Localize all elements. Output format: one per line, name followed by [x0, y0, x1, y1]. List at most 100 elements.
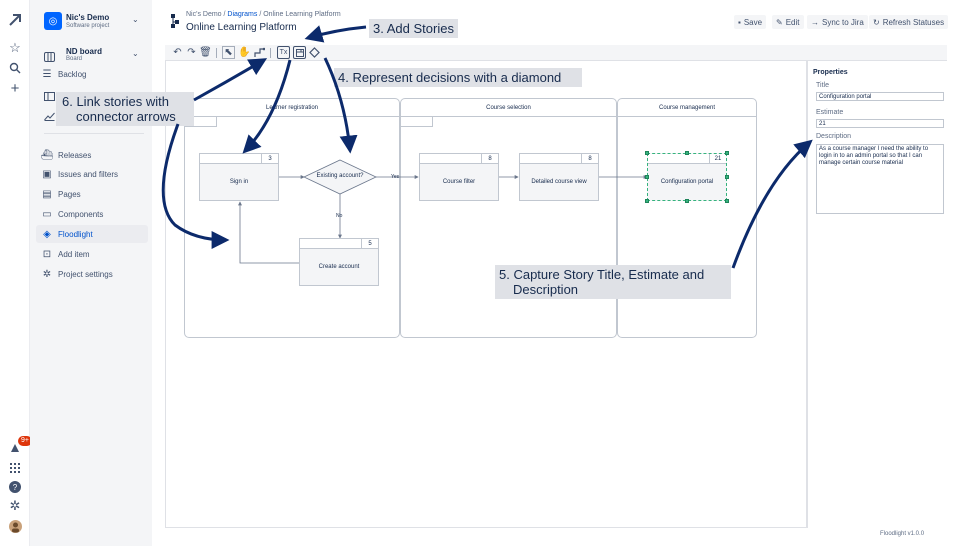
resize-handle[interactable]	[645, 151, 649, 155]
sidebar-item-project-settings[interactable]: ✲ Project settings	[36, 265, 148, 283]
sync-to-jira-button[interactable]: →Sync to Jira	[807, 15, 868, 29]
board-name[interactable]: ND board	[66, 47, 102, 56]
diagram-toolbar: ↶ ↷ 🗑 ⬉ ✋ Tx	[165, 45, 947, 61]
add-story-icon[interactable]	[293, 46, 306, 59]
chevron-down-icon[interactable]: ⌄	[132, 15, 139, 24]
redo-icon[interactable]: ↷	[187, 47, 196, 58]
story-title: Configuration portal	[660, 179, 714, 185]
properties-heading: Properties	[813, 69, 848, 76]
undo-icon[interactable]: ↶	[173, 47, 182, 58]
save-button[interactable]: ▪Save	[734, 15, 767, 29]
story-card-configuration-portal[interactable]: 21 Configuration portal	[647, 153, 727, 201]
delete-icon[interactable]: 🗑	[199, 47, 212, 58]
resize-handle[interactable]	[645, 199, 649, 203]
lane-title: Course management	[618, 99, 756, 117]
story-card-create-account[interactable]: 5 Create account	[299, 238, 379, 286]
svg-text:?: ?	[13, 483, 18, 492]
avatar[interactable]	[7, 518, 23, 534]
story-estimate: 8	[481, 154, 498, 164]
resize-handle[interactable]	[725, 151, 729, 155]
search-icon[interactable]	[7, 60, 23, 76]
global-navigation-rail: ☆ + 9+ ? ✲	[0, 0, 32, 546]
refresh-statuses-button[interactable]: ↻Refresh Statuses	[869, 15, 949, 29]
decision-label: Existing account?	[316, 173, 364, 179]
add-item-icon: ⊡	[42, 248, 52, 260]
board-icon	[44, 49, 55, 67]
story-title: Course filter	[442, 179, 476, 185]
pan-hand-icon[interactable]: ✋	[238, 47, 251, 58]
title-field[interactable]: Configuration portal	[816, 92, 944, 101]
story-estimate: 8	[581, 154, 598, 164]
help-icon[interactable]: ?	[7, 479, 23, 495]
settings-gear-icon[interactable]: ✲	[9, 498, 21, 513]
estimate-field[interactable]: 21	[816, 119, 944, 128]
sidebar-divider	[44, 133, 144, 134]
component-icon: ▭	[42, 208, 52, 220]
board-chevron-down-icon[interactable]: ⌄	[132, 49, 139, 58]
breadcrumb-project[interactable]: Nic's Demo	[186, 11, 222, 18]
diagram-logo-icon	[170, 13, 180, 34]
story-title: Sign in	[229, 179, 249, 185]
callout-add-stories: 3. Add Stories	[369, 19, 458, 38]
jira-logo-icon[interactable]	[7, 12, 23, 28]
resize-handle[interactable]	[685, 151, 689, 155]
connector-icon[interactable]	[253, 46, 266, 59]
resize-handle[interactable]	[725, 199, 729, 203]
connector-arrow[interactable]	[238, 201, 299, 264]
reports-icon[interactable]	[44, 108, 55, 126]
floodlight-icon: ◈	[43, 228, 51, 240]
page-icon: ▤	[42, 188, 52, 200]
breadcrumb-diagrams[interactable]: Diagrams	[227, 11, 258, 18]
story-title: Create account	[318, 264, 360, 270]
star-icon[interactable]: ☆	[9, 40, 21, 55]
callout-link-stories: 6. Link stories with connector arrows	[56, 92, 194, 126]
resize-handle[interactable]	[725, 175, 729, 179]
notification-icon[interactable]	[7, 440, 23, 456]
lane-tab	[401, 117, 433, 127]
edit-button[interactable]: ✎Edit	[772, 15, 804, 29]
story-estimate: 3	[261, 154, 278, 164]
sidebar-item-floodlight[interactable]: ◈ Floodlight	[36, 225, 148, 243]
sidebar-item-issues[interactable]: ▣ Issues and filters	[36, 165, 148, 183]
description-label: Description	[816, 133, 852, 140]
decision-diamond-icon[interactable]	[308, 46, 321, 59]
issues-icon: ▣	[42, 168, 52, 180]
resize-handle[interactable]	[685, 199, 689, 203]
sidebar-item-add-item[interactable]: ⊡ Add item	[36, 245, 148, 263]
lane-title: Learner registration	[185, 99, 399, 117]
sidebar-item-label: Backlog	[58, 69, 87, 79]
notification-badge: 9+	[18, 436, 32, 446]
story-card-detailed-course-view[interactable]: 8 Detailed course view	[519, 153, 599, 201]
estimate-label: Estimate	[816, 109, 844, 116]
gear-icon: ✲	[42, 268, 52, 280]
select-pointer-icon[interactable]: ⬉	[222, 46, 235, 59]
project-name[interactable]: Nic's Demo	[66, 13, 110, 22]
version-label: Floodlight v1.0.0	[880, 531, 925, 537]
decision-diamond[interactable]	[303, 159, 377, 195]
app-switcher-icon[interactable]	[7, 460, 23, 476]
project-avatar-icon: ◎	[44, 12, 62, 30]
sidebar-item-label: Add item	[58, 249, 90, 259]
sidebar-item-components[interactable]: ▭ Components	[36, 205, 148, 223]
title-label: Title	[816, 82, 829, 89]
create-plus-icon[interactable]: +	[10, 79, 20, 97]
description-textarea[interactable]: As a course manager I need the ability t…	[816, 144, 944, 214]
sidebar-item-pages[interactable]: ▤ Pages	[36, 185, 148, 203]
sidebar-item-label: Components	[58, 209, 104, 219]
story-card-sign-in[interactable]: 3 Sign in	[199, 153, 279, 201]
sidebar-item-label: Issues and filters	[58, 169, 119, 179]
story-card-course-filter[interactable]: 8 Course filter	[419, 153, 499, 201]
save-icon: ▪	[738, 17, 741, 27]
text-tool-icon[interactable]: Tx	[277, 46, 290, 59]
sidebar-item-backlog[interactable]: ☰ Backlog	[36, 65, 148, 83]
resize-handle[interactable]	[645, 175, 649, 179]
board-sublabel: Board	[66, 56, 83, 62]
roadmap-icon[interactable]	[44, 88, 55, 106]
backlog-icon: ☰	[42, 68, 52, 80]
properties-panel: Properties Title Configuration portal Es…	[807, 61, 947, 528]
sidebar-item-releases[interactable]: ⛴ Releases	[36, 146, 148, 164]
callout-decisions: 4. Represent decisions with a diamond	[334, 68, 582, 87]
project-type: Software project	[66, 23, 110, 29]
page-title: Online Learning Platform	[186, 22, 297, 33]
